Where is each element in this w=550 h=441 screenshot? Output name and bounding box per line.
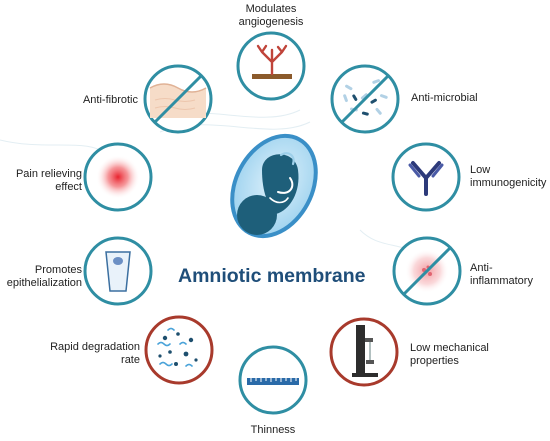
pain-relieving-effect-node <box>83 142 153 212</box>
low-immunogenicity-node <box>391 142 461 212</box>
tensile-tester-icon <box>352 325 378 377</box>
node-ring <box>144 315 214 385</box>
pain-relieving-effect-label: Pain relieving effect <box>15 168 82 193</box>
strike-through <box>402 246 452 296</box>
modulates-angiogenesis-node <box>236 31 306 101</box>
low-mechanical-properties-node <box>329 317 399 387</box>
anti-microbial-node <box>330 64 400 134</box>
strike-through <box>153 74 203 124</box>
modulates-angiogenesis-label: Modulates angiogenesis <box>238 3 304 28</box>
anti-inflammatory-node <box>392 236 462 306</box>
thinness-label: Thinness <box>250 424 296 436</box>
diagram-title: Amniotic membrane <box>178 265 366 287</box>
strike-through <box>340 74 390 124</box>
promotes-epithelialization-node <box>83 236 153 306</box>
bacteria-icon <box>343 79 388 116</box>
epithelial-cell-icon <box>105 251 131 292</box>
rapid-degradation-rate-node <box>144 315 214 385</box>
anti-microbial-label: Anti-microbial <box>411 92 478 104</box>
blood-vessel-icon <box>252 44 292 79</box>
promotes-epithelialization-label: Promotes epithelialization <box>6 264 82 289</box>
particles-icon <box>157 327 198 367</box>
rapid-degradation-rate-label: Rapid degradation rate <box>50 341 140 366</box>
antibody-icon <box>408 161 444 196</box>
fetus-in-amniotic-sac-icon <box>230 133 318 239</box>
pain-spot-icon <box>96 155 140 199</box>
anti-fibrotic-node <box>143 64 213 134</box>
anti-fibrotic-label: Anti-fibrotic <box>82 94 138 106</box>
ruler-icon <box>247 378 299 385</box>
thinness-node <box>238 345 308 415</box>
low-immunogenicity-label: Low immunogenicity <box>470 164 547 189</box>
anti-inflammatory-label: Anti-inflammatory <box>470 262 533 287</box>
low-mechanical-properties-label: Low mechanical properties <box>410 342 489 367</box>
